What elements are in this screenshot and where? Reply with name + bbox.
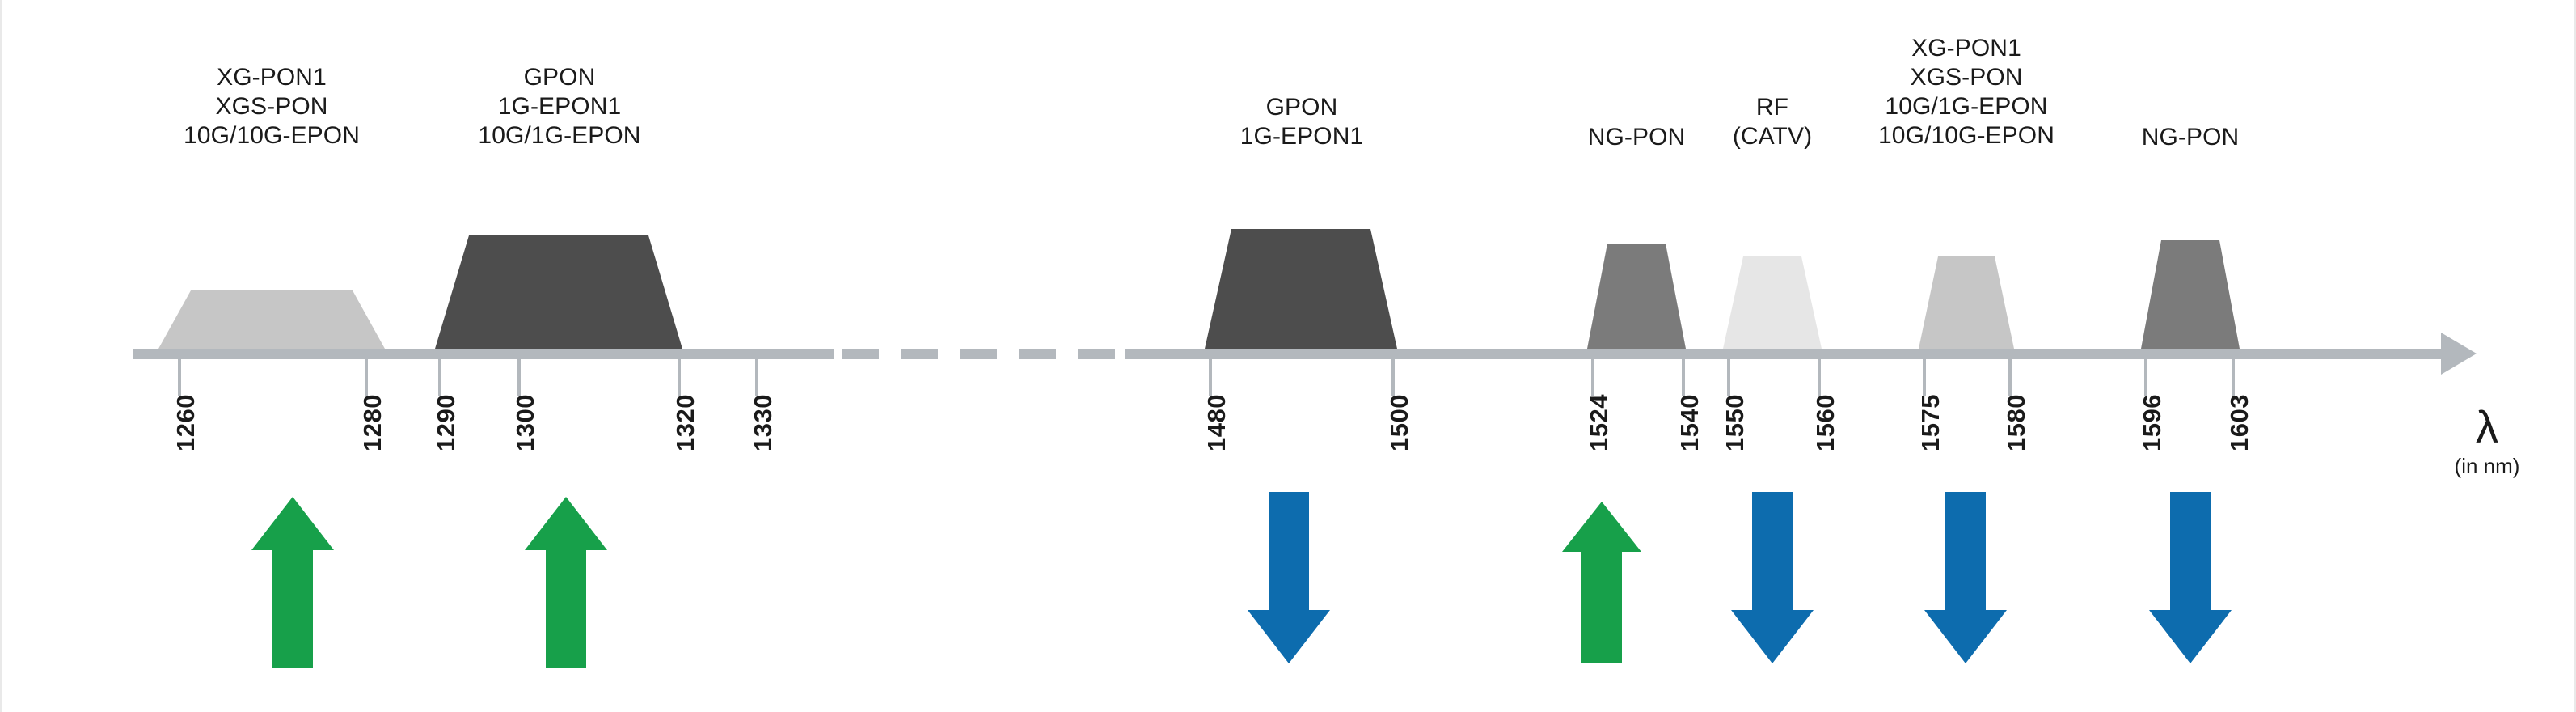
band-label-line: 10G/1G-EPON — [1885, 93, 2048, 120]
wavelength-axis-left — [133, 349, 834, 359]
tick-label-1300: 1300 — [511, 394, 539, 451]
tick-1260 — [178, 359, 181, 396]
tick-1320 — [678, 359, 681, 396]
upstream-arrow-icon-1260-1280 — [251, 497, 334, 668]
band-trapezoid-1260-1280 — [158, 290, 385, 349]
tick-label-1280: 1280 — [358, 394, 386, 451]
axis-title-lambda: λ (in nm) — [2406, 405, 2568, 479]
band-trapezoid-1480-1500 — [1205, 229, 1397, 349]
band-label-line: 10G/10G-EPON — [184, 122, 360, 149]
tick-label-1330: 1330 — [749, 394, 777, 451]
band-group-label-3: GPON 1G-EPON1 — [1156, 93, 1447, 151]
tick-label-1524: 1524 — [1585, 394, 1613, 451]
tick-1500 — [1391, 359, 1395, 396]
band-trapezoid-1524-1540 — [1587, 244, 1686, 349]
band-label-line: NG-PON — [2141, 124, 2240, 150]
tick-label-1603: 1603 — [2225, 394, 2253, 451]
downstream-arrow-icon-1596-1603 — [2149, 492, 2232, 663]
band-trapezoid-1290-1320 — [435, 235, 682, 349]
tick-1330 — [755, 359, 758, 396]
band-trapezoid-1575-1580 — [1919, 256, 2014, 349]
lambda-symbol: λ — [2476, 401, 2498, 452]
upstream-arrow-icon-1524-1540 — [1562, 502, 1641, 663]
band-label-line: GPON — [523, 64, 596, 91]
lambda-unit-label: (in nm) — [2454, 454, 2520, 478]
tick-1603 — [2232, 359, 2235, 396]
tick-1540 — [1682, 359, 1685, 396]
band-label-line: 1G-EPON1 — [497, 93, 622, 120]
downstream-arrow-icon-1480-1500 — [1248, 492, 1330, 663]
band-label-line: NG-PON — [1587, 124, 1686, 150]
tick-1480 — [1209, 359, 1212, 396]
band-group-label-1: XG-PON1 XGS-PON 10G/10G-EPON — [126, 63, 417, 150]
band-label-line: 1G-EPON1 — [1239, 123, 1364, 150]
tick-1575 — [1923, 359, 1926, 396]
band-label-line: RF — [1755, 94, 1789, 121]
band-group-label-2: GPON 1G-EPON1 10G/1G-EPON — [414, 63, 705, 150]
tick-1550 — [1727, 359, 1730, 396]
band-label-line: 10G/1G-EPON — [478, 122, 641, 149]
axis-break-dashes — [842, 349, 1117, 359]
tick-1524 — [1591, 359, 1594, 396]
tick-1580 — [2008, 359, 2012, 396]
band-trapezoid-1596-1603 — [2141, 240, 2240, 349]
wavelength-axis-right — [1125, 349, 2442, 359]
tick-1596 — [2144, 359, 2147, 396]
tick-label-1290: 1290 — [432, 394, 460, 451]
band-label-line: (CATV) — [1732, 123, 1813, 150]
band-label-line: XGS-PON — [215, 93, 328, 120]
tick-label-1260: 1260 — [171, 394, 200, 451]
tick-label-1500: 1500 — [1385, 394, 1413, 451]
upstream-arrow-icon-1290-1320 — [525, 497, 607, 668]
band-label-line: XG-PON1 — [217, 64, 327, 91]
tick-label-1480: 1480 — [1202, 394, 1231, 451]
tick-label-1596: 1596 — [2138, 394, 2166, 451]
band-label-line: 10G/10G-EPON — [1878, 122, 2054, 149]
tick-1290 — [438, 359, 441, 396]
band-label-line: GPON — [1265, 94, 1338, 121]
band-label-line: XG-PON1 — [1911, 35, 2021, 61]
tick-label-1560: 1560 — [1811, 394, 1839, 451]
tick-1280 — [365, 359, 368, 396]
band-trapezoid-1550-1560 — [1723, 256, 1822, 349]
downstream-arrow-icon-1550-1560 — [1731, 492, 1814, 663]
tick-label-1540: 1540 — [1675, 394, 1704, 451]
tick-label-1550: 1550 — [1721, 394, 1749, 451]
band-group-label-5: RF (CATV) — [1627, 93, 1918, 151]
band-label-line: XGS-PON — [1910, 64, 2023, 91]
tick-label-1320: 1320 — [671, 394, 699, 451]
tick-label-1580: 1580 — [2002, 394, 2030, 451]
tick-1300 — [517, 359, 521, 396]
downstream-arrow-icon-1575-1580 — [1924, 492, 2007, 663]
band-group-label-6: XG-PON1 XGS-PON 10G/1G-EPON 10G/10G-EPON — [1821, 34, 2112, 150]
band-group-label-4: NG-PON — [1491, 123, 1782, 152]
tick-label-1575: 1575 — [1916, 394, 1945, 451]
axis-arrowhead-icon — [2441, 333, 2477, 375]
tick-1560 — [1818, 359, 1821, 396]
band-group-label-7: NG-PON — [2045, 123, 2336, 152]
